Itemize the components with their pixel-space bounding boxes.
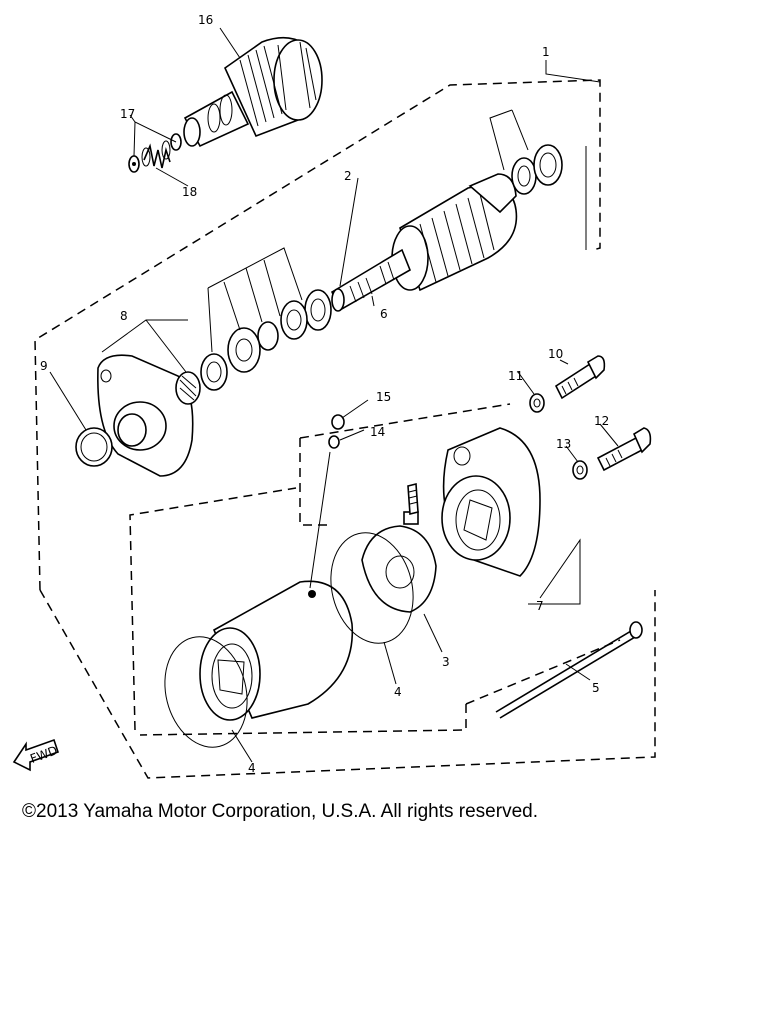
label-part-5: 5: [592, 681, 600, 695]
label-part-18: 18: [182, 185, 197, 199]
clip-washers: [128, 133, 182, 173]
label-part-9: 9: [40, 359, 48, 373]
shim-washers: [200, 144, 563, 391]
label-part-8: 8: [120, 309, 128, 323]
yoke-housing: [199, 580, 354, 721]
label-part-14: 14: [370, 425, 385, 439]
leader-lines: [49, 27, 619, 763]
label-part-11: 11: [508, 369, 523, 383]
label-part-16: 16: [198, 13, 213, 27]
label-part-6: 6: [380, 307, 388, 321]
label-part-10: 10: [548, 347, 563, 361]
copyright-notice: ©2013 Yamaha Motor Corporation, U.S.A. A…: [22, 801, 538, 822]
label-part-4-upper: 4: [394, 685, 402, 699]
fwd-arrow: FWD: [12, 738, 59, 772]
label-part-3: 3: [442, 655, 450, 669]
bolt-lower: [596, 427, 652, 472]
label-part-12: 12: [594, 414, 609, 428]
label-part-2: 2: [344, 169, 352, 183]
rear-cover: [441, 427, 541, 577]
label-part-17: 17: [120, 107, 135, 121]
label-part-7: 7: [536, 599, 544, 613]
fwd-label: FWD: [28, 743, 59, 766]
gasket-front: [164, 636, 248, 748]
assembly-boundary: [34, 79, 656, 779]
o-ring: [75, 427, 113, 467]
starter-gear-assembly: [183, 36, 323, 148]
washers-11-13: [529, 393, 588, 480]
front-cover: [97, 354, 201, 477]
part-labels: 1 2 3 4 4 5 6 7 8 9 10 11 12 13 14 15 16…: [40, 13, 609, 775]
brush-plate: [361, 482, 437, 613]
label-part-13: 13: [556, 437, 571, 451]
gasket-rear: [330, 532, 414, 644]
armature: [330, 173, 518, 312]
label-part-15: 15: [376, 390, 391, 404]
label-part-1: 1: [542, 45, 550, 59]
label-part-4-lower: 4: [248, 761, 256, 775]
bolt-upper: [554, 355, 606, 400]
nut-and-washer: [328, 414, 345, 449]
starter-motor-exploded-diagram: FWD 1 2 3 4 4 5 6 7 8 9 10 11 12 13 14 1…: [12, 13, 656, 779]
through-bolt: [495, 621, 643, 719]
spring: [141, 140, 171, 169]
